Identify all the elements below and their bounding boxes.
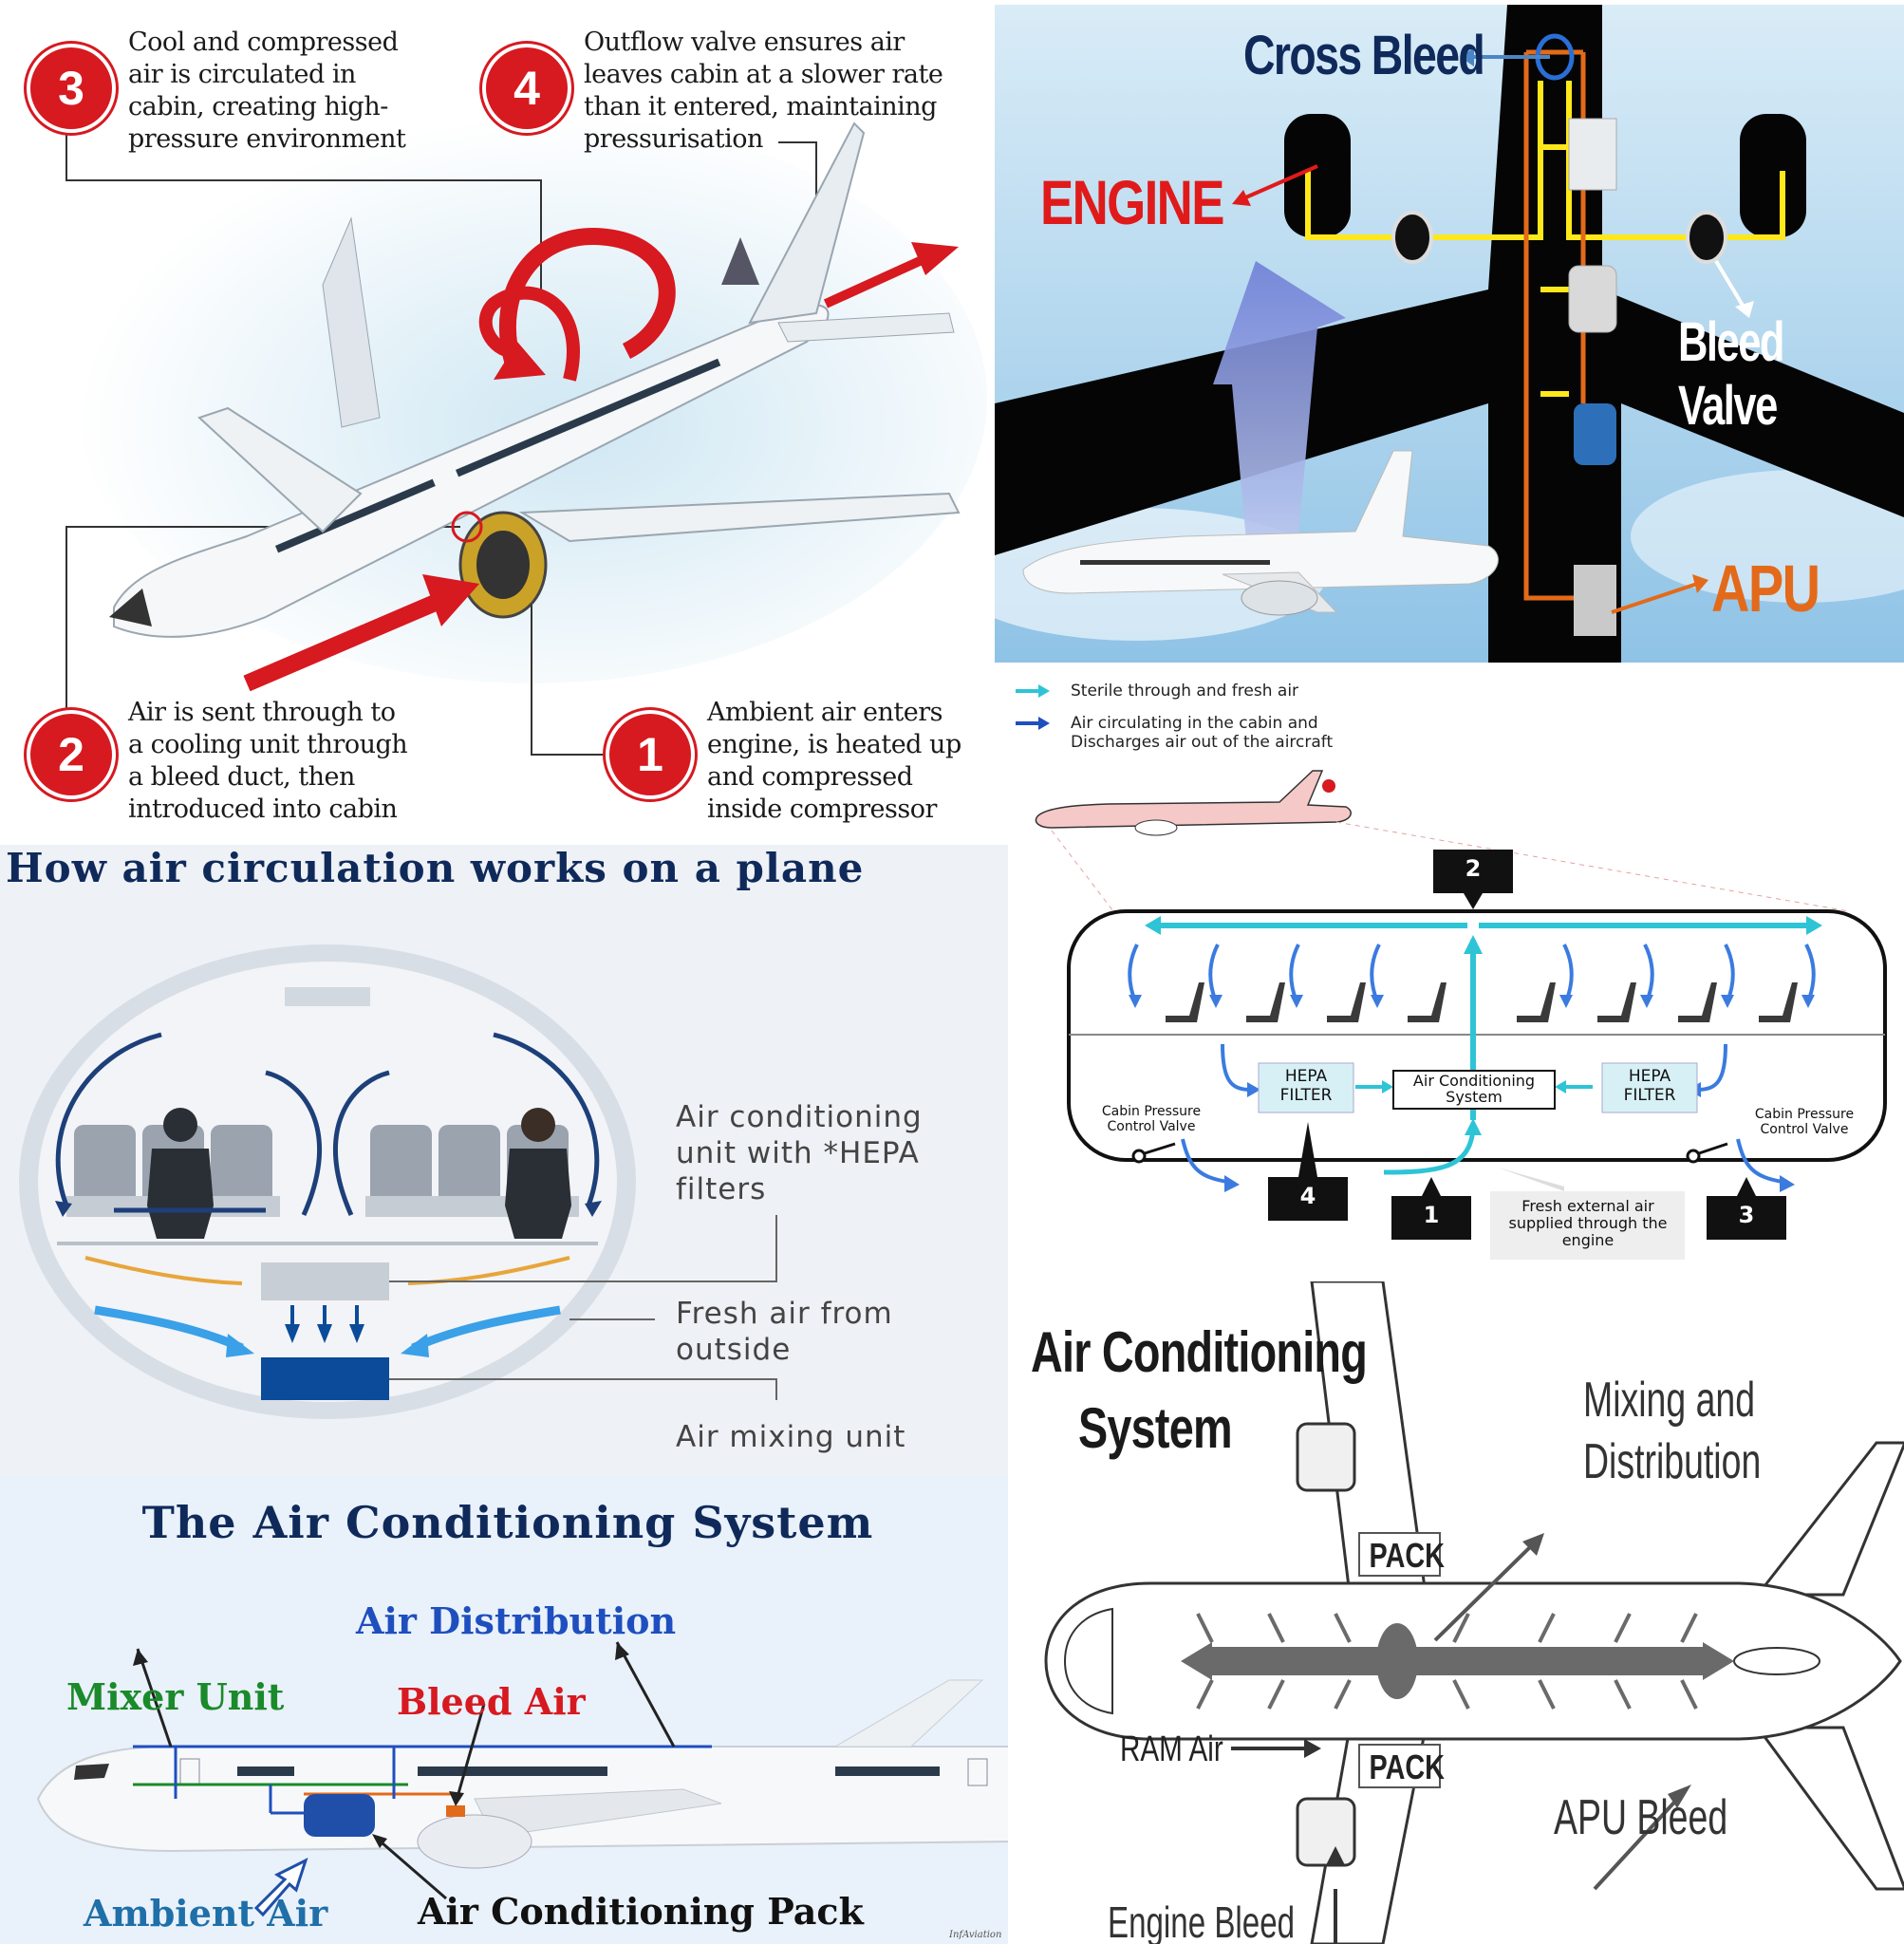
engine-label: ENGINE xyxy=(1040,167,1224,237)
ac-system-box: Air Conditioning System xyxy=(1412,1072,1536,1106)
engine-bleed-label: Engine Bleed xyxy=(1108,1897,1296,1944)
ambient-air-label: Ambient Air xyxy=(84,1892,328,1935)
legend-fresh: Sterile through and fresh air xyxy=(1071,682,1299,701)
step2-badge: 2 xyxy=(27,710,116,799)
step1-badge: 1 xyxy=(606,710,695,799)
marker-4: 4 xyxy=(1299,1183,1316,1209)
bleed-valve-label: Bleed Valve xyxy=(1678,311,1784,437)
hepa-filter-right: HEPA FILTER xyxy=(1623,1067,1676,1105)
label-fresh-air: Fresh air from outside xyxy=(676,1297,893,1367)
fresh-air-note: Fresh external air supplied through the … xyxy=(1508,1197,1668,1249)
step3-text: Cool and compressed air is circulated in… xyxy=(128,28,406,154)
step4-text: Outflow valve ensures air leaves cabin a… xyxy=(584,28,943,154)
label-ac-unit: Air conditioning unit with *HEPA filters xyxy=(676,1100,923,1206)
step3-badge: 3 xyxy=(27,44,116,133)
cabin-cross-section xyxy=(1035,770,1887,1260)
credit-mark: InfAviation xyxy=(949,1930,1002,1940)
aircraft-side-view xyxy=(36,1641,1016,1917)
ac-system-panel: The Air Conditioning System xyxy=(0,1476,1016,1944)
step4-badge: 4 xyxy=(482,44,571,133)
pack-top-label: PACK xyxy=(1369,1536,1445,1575)
circulation-title: How air circulation works on a plane xyxy=(6,845,865,891)
air-distribution-label: Air Distribution xyxy=(356,1599,677,1642)
bleed-panel: Cross Bleed ENGINE Bleed Valve APU xyxy=(995,5,1904,663)
label-mixing-unit: Air mixing unit xyxy=(676,1420,906,1454)
aircraft-top-view xyxy=(1044,1281,1904,1944)
legend-circulating: Air circulating in the cabin and Dischar… xyxy=(1071,714,1334,752)
fuselage-cross-section xyxy=(19,944,777,1419)
circulation-panel: How air circulation works on a plane xyxy=(0,845,1008,1476)
cross-bleed-label: Cross Bleed xyxy=(1243,25,1485,86)
marker-3: 3 xyxy=(1738,1202,1755,1228)
ac-pack-label: Air Conditioning Pack xyxy=(418,1890,864,1933)
bleed-diagram xyxy=(995,5,1904,663)
step2-text: Air is sent through to a cooling unit th… xyxy=(128,698,408,824)
step1-text: Ambient air enters engine, is heated up … xyxy=(707,698,961,824)
airliner-illustration xyxy=(65,114,987,756)
valve-label-left: Cabin Pressure Control Valve xyxy=(1101,1104,1202,1134)
steps-panel: 3 Cool and compressed air is circulated … xyxy=(0,0,992,845)
cabin-flow-panel: Sterile through and fresh air Air circul… xyxy=(995,664,1904,1281)
marker-2: 2 xyxy=(1465,855,1482,882)
topview-title-line2: System xyxy=(1078,1396,1233,1460)
mixing-label-line2: Distribution xyxy=(1583,1434,1762,1489)
mixer-unit-label: Mixer Unit xyxy=(66,1675,285,1718)
ram-air-label: RAM Air xyxy=(1120,1729,1223,1769)
apu-bleed-label: APU Bleed xyxy=(1554,1790,1728,1845)
mixing-label-line1: Mixing and xyxy=(1583,1373,1756,1428)
bleed-air-label: Bleed Air xyxy=(397,1680,586,1723)
legend-arrows xyxy=(1016,684,1050,730)
topview-title-line1: Air Conditioning xyxy=(1031,1320,1368,1384)
topview-panel: Air Conditioning System Mixing and Distr… xyxy=(1008,1281,1904,1944)
hepa-filter-left: HEPA FILTER xyxy=(1279,1067,1333,1105)
ac-system-title: The Air Conditioning System xyxy=(141,1497,874,1548)
pack-bottom-label: PACK xyxy=(1369,1748,1445,1786)
marker-1: 1 xyxy=(1423,1202,1440,1228)
valve-label-right: Cabin Pressure Control Valve xyxy=(1754,1107,1855,1137)
apu-label: APU xyxy=(1711,551,1820,626)
